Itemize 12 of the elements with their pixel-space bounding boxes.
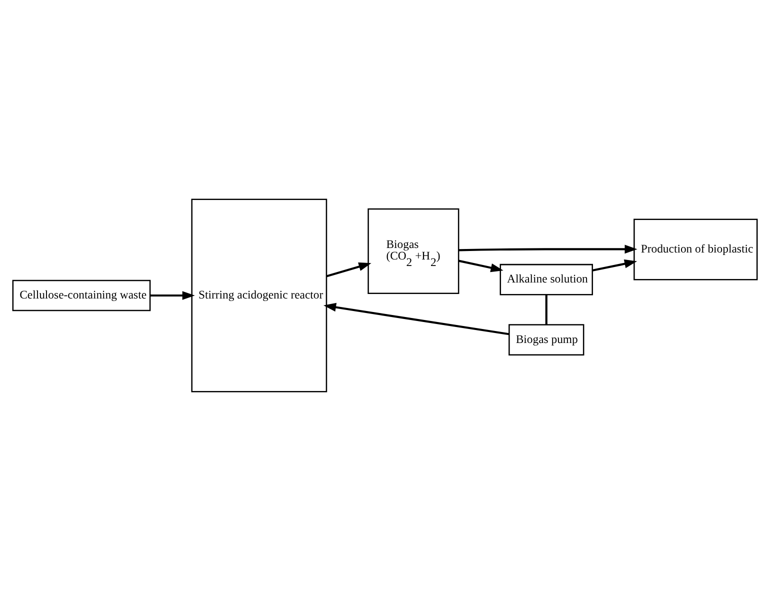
- arrow: [458, 260, 504, 272]
- node-box: Biogas pump: [508, 324, 584, 356]
- arrow: [150, 291, 195, 300]
- arrow: [323, 302, 510, 336]
- node-box: Alkaline solution: [500, 264, 593, 296]
- node-box: Stirring acidogenic reactor: [191, 198, 328, 392]
- arrow: [458, 244, 638, 254]
- node-box: Production of bioplastic: [634, 218, 758, 280]
- arrow: [592, 259, 638, 272]
- arrow: [326, 262, 372, 278]
- node-box: Cellulose-containing waste: [12, 280, 151, 312]
- connector: [545, 294, 548, 325]
